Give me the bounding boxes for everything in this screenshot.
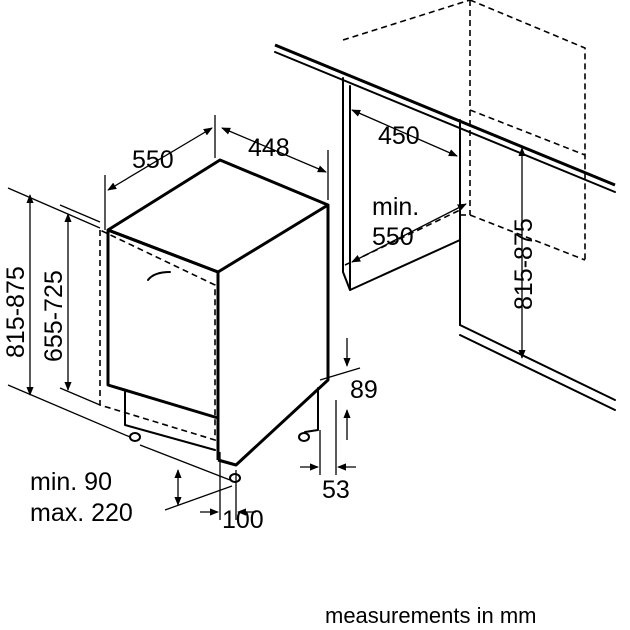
min-depth-label-2: 550 xyxy=(372,223,414,251)
plinth-recess-label: 53 xyxy=(322,476,350,504)
dishwasher-body xyxy=(99,158,330,483)
niche-depth-label: 450 xyxy=(378,122,420,150)
niche-height-label: 815-875 xyxy=(510,218,538,310)
plinth-height-label: 89 xyxy=(350,376,378,404)
dim-depth: 550 xyxy=(104,115,216,230)
width-label: 448 xyxy=(248,134,290,162)
foot-depth-label: 100 xyxy=(222,506,264,534)
total-height-label: 815-875 xyxy=(2,266,30,358)
front-left-foot xyxy=(129,432,141,442)
dim-feet: min. 90 max. 220 100 xyxy=(30,444,264,534)
dim-total-height: 815-875 xyxy=(2,187,131,438)
worktop xyxy=(274,43,616,193)
min-depth-label-1: min. xyxy=(372,193,419,221)
door-height-label: 655-725 xyxy=(40,270,68,362)
depth-label: 550 xyxy=(132,146,174,174)
dim-min-depth: min. 550 xyxy=(351,193,467,263)
front-right-foot xyxy=(229,473,241,483)
units-caption: measurements in mm xyxy=(325,603,537,628)
dim-niche-height: 815-875 xyxy=(510,147,538,359)
dim-door-height: 655-725 xyxy=(40,204,101,406)
foot-max-label: max. 220 xyxy=(30,499,133,527)
foot-min-label: min. 90 xyxy=(30,468,112,496)
dim-width: 448 xyxy=(221,127,329,200)
rear-foot xyxy=(298,432,310,442)
door-handle xyxy=(147,271,171,281)
dim-niche-depth: 450 xyxy=(351,109,458,157)
dim-plinth: 89 53 xyxy=(300,338,378,504)
